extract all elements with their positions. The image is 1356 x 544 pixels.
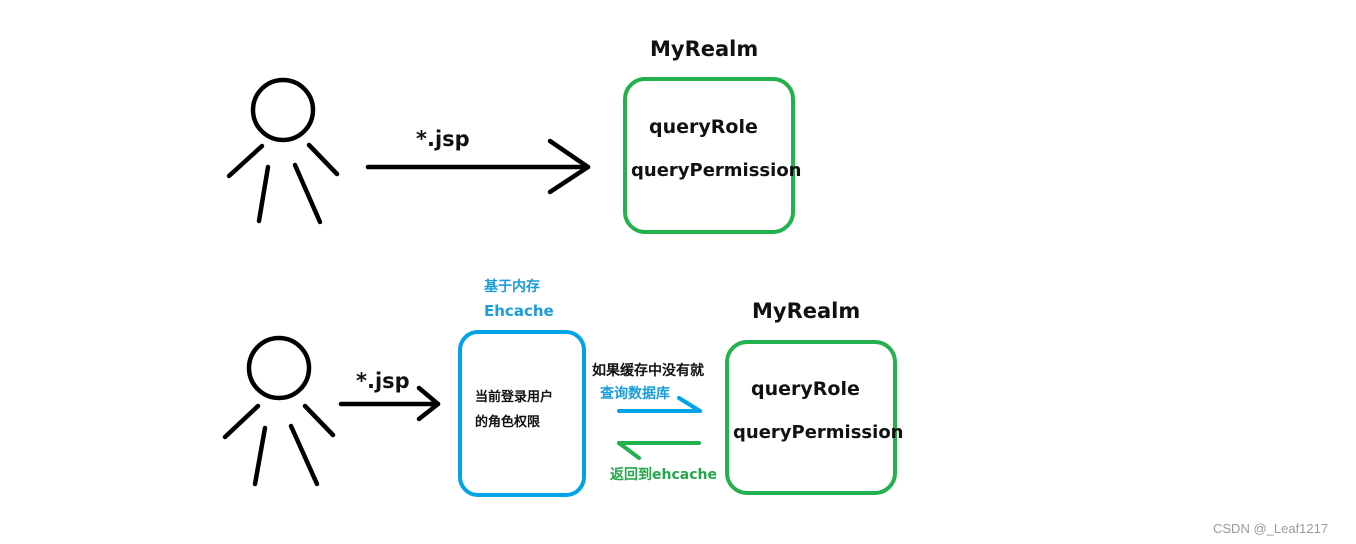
bottom-realm-query-permission: queryPermission xyxy=(733,422,904,443)
top-realm-box xyxy=(623,77,795,234)
top-request-arrow xyxy=(365,138,591,195)
bottom-realm-box xyxy=(725,340,897,495)
top-user-left-leg xyxy=(256,164,271,224)
bottom-request-arrow xyxy=(338,385,441,422)
bottom-realm-title: MyRealm xyxy=(752,299,860,323)
top-user-left-arm xyxy=(226,143,265,179)
bottom-user-head xyxy=(246,335,312,401)
top-realm-query-permission: queryPermission xyxy=(631,160,802,181)
query-label-line2: 查询数据库 xyxy=(600,385,670,402)
top-user-head xyxy=(250,77,316,143)
return-label: 返回到ehcache xyxy=(610,466,717,483)
top-user-right-arm xyxy=(306,142,340,177)
bottom-user-figure xyxy=(222,335,336,487)
top-user-right-leg xyxy=(292,162,323,225)
cache-caption-ehcache: Ehcache xyxy=(484,302,554,320)
bottom-realm-query-role: queryRole xyxy=(751,378,860,400)
top-user-figure xyxy=(226,77,340,225)
top-realm-title: MyRealm xyxy=(650,37,758,61)
cache-line-roles: 的角色权限 xyxy=(475,414,541,430)
query-database-arrow xyxy=(617,396,702,413)
bottom-user-left-leg xyxy=(252,425,268,487)
bottom-arrow-label: *.jsp xyxy=(356,369,410,393)
watermark: CSDN @_Leaf1217 xyxy=(1213,521,1328,536)
return-to-cache-arrow xyxy=(617,441,701,460)
bottom-user-right-arm xyxy=(302,403,336,438)
cache-line-user: 当前登录用户 xyxy=(475,389,553,405)
cache-caption-memory: 基于内存 xyxy=(484,278,540,295)
bottom-user-right-leg xyxy=(288,423,320,487)
top-realm-query-role: queryRole xyxy=(649,116,758,138)
query-label-line1: 如果缓存中没有就 xyxy=(592,362,704,379)
top-arrow-label: *.jsp xyxy=(416,127,470,151)
cache-box xyxy=(458,330,586,497)
bottom-user-left-arm xyxy=(222,403,261,440)
